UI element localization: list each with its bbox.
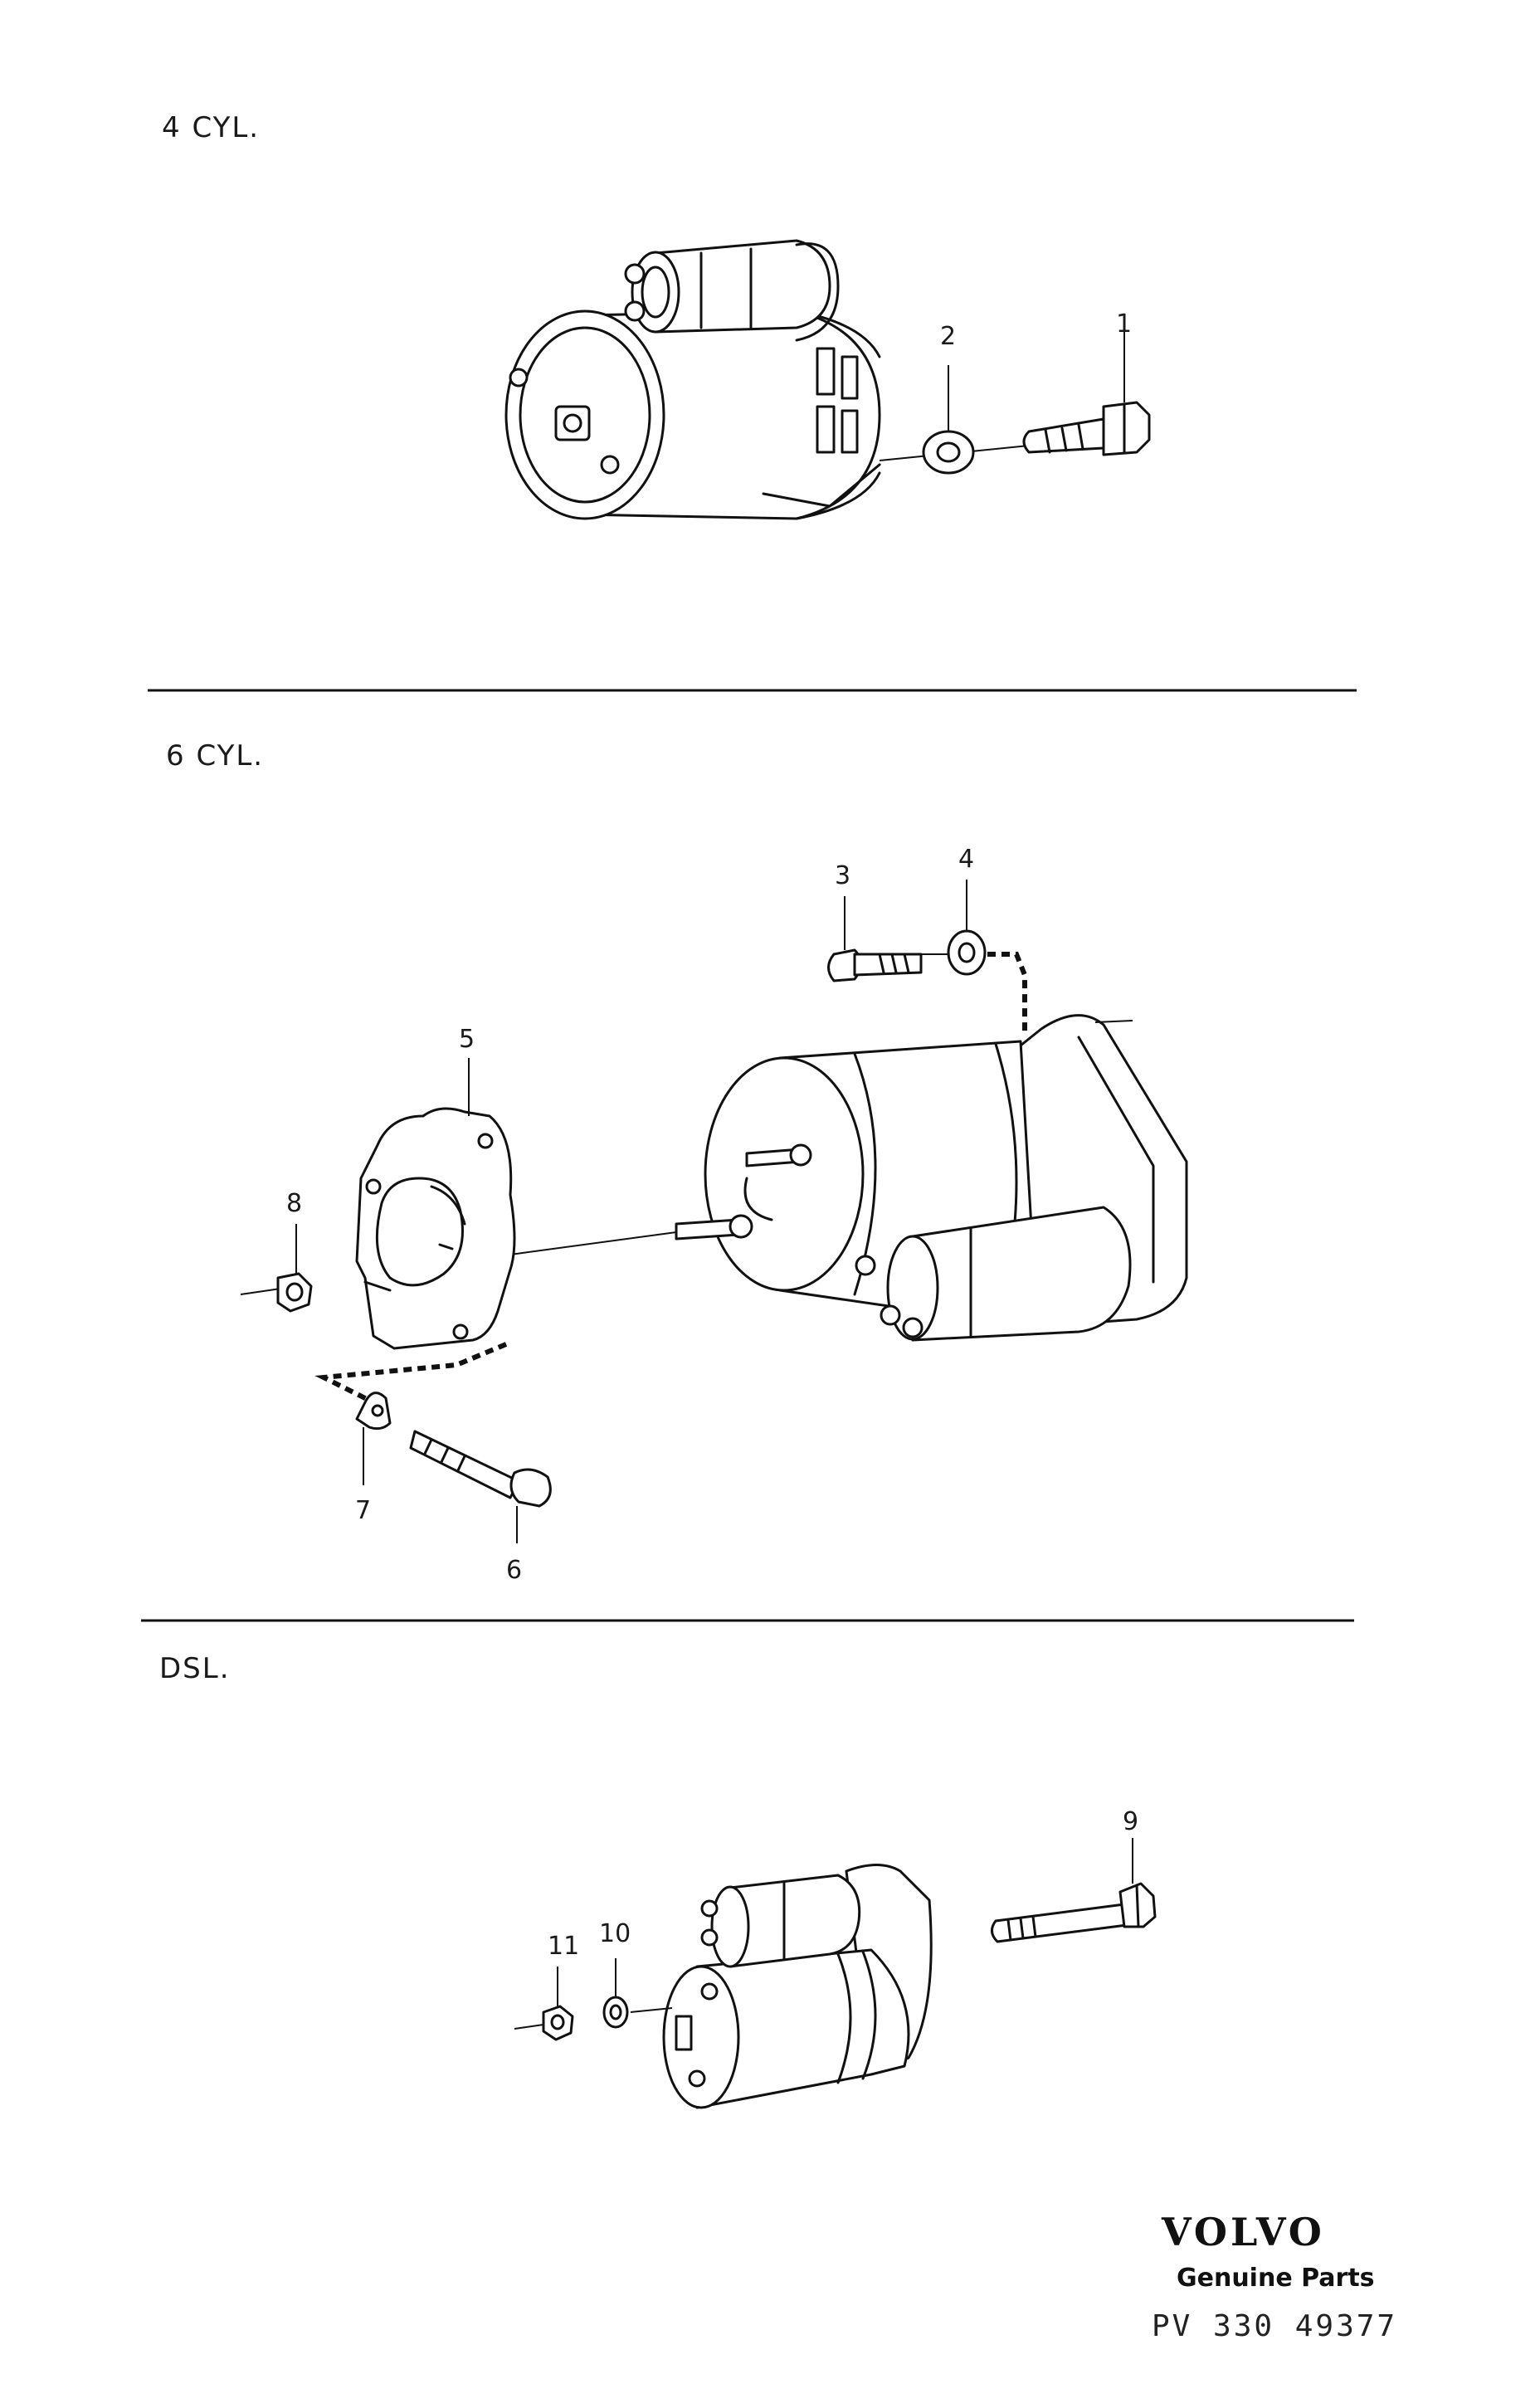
callout-8: 8	[286, 1189, 302, 1218]
bolt-icon	[1022, 401, 1151, 456]
callout-9: 9	[1123, 1807, 1138, 1836]
nut-icon	[542, 2005, 574, 2041]
bolt-icon	[827, 948, 923, 982]
section-label-6cyl: 6 CYL.	[166, 739, 264, 773]
bolt-icon	[409, 1430, 552, 1508]
starter-motor-4cyl-icon	[504, 239, 881, 520]
washer-icon	[947, 929, 987, 976]
callout-3: 3	[835, 861, 850, 890]
end-cover-icon	[355, 1107, 516, 1350]
callout-6: 6	[506, 1556, 522, 1585]
starter-motor-6cyl-icon	[675, 1014, 1188, 1342]
callout-10: 10	[599, 1919, 631, 1948]
part-number: PV 330 49377	[1152, 2309, 1397, 2343]
callout-1: 1	[1116, 310, 1132, 339]
section-label-dsl: DSL.	[159, 1652, 231, 1685]
callout-7: 7	[355, 1496, 371, 1525]
washer-icon	[602, 1996, 629, 2029]
callout-5: 5	[459, 1025, 475, 1054]
clip-icon	[355, 1392, 392, 1431]
callout-4: 4	[958, 845, 974, 874]
section-label-4cyl: 4 CYL.	[162, 111, 260, 144]
callout-11: 11	[548, 1932, 579, 1961]
brand-subtitle: Genuine Parts	[1177, 2264, 1375, 2293]
nut-icon	[276, 1272, 313, 1313]
brand-logo: VOLVO	[1161, 2210, 1325, 2254]
callout-2: 2	[940, 322, 956, 351]
starter-motor-dsl-icon	[662, 1864, 933, 2109]
washer-icon	[922, 430, 975, 475]
bolt-icon	[991, 1882, 1157, 1943]
